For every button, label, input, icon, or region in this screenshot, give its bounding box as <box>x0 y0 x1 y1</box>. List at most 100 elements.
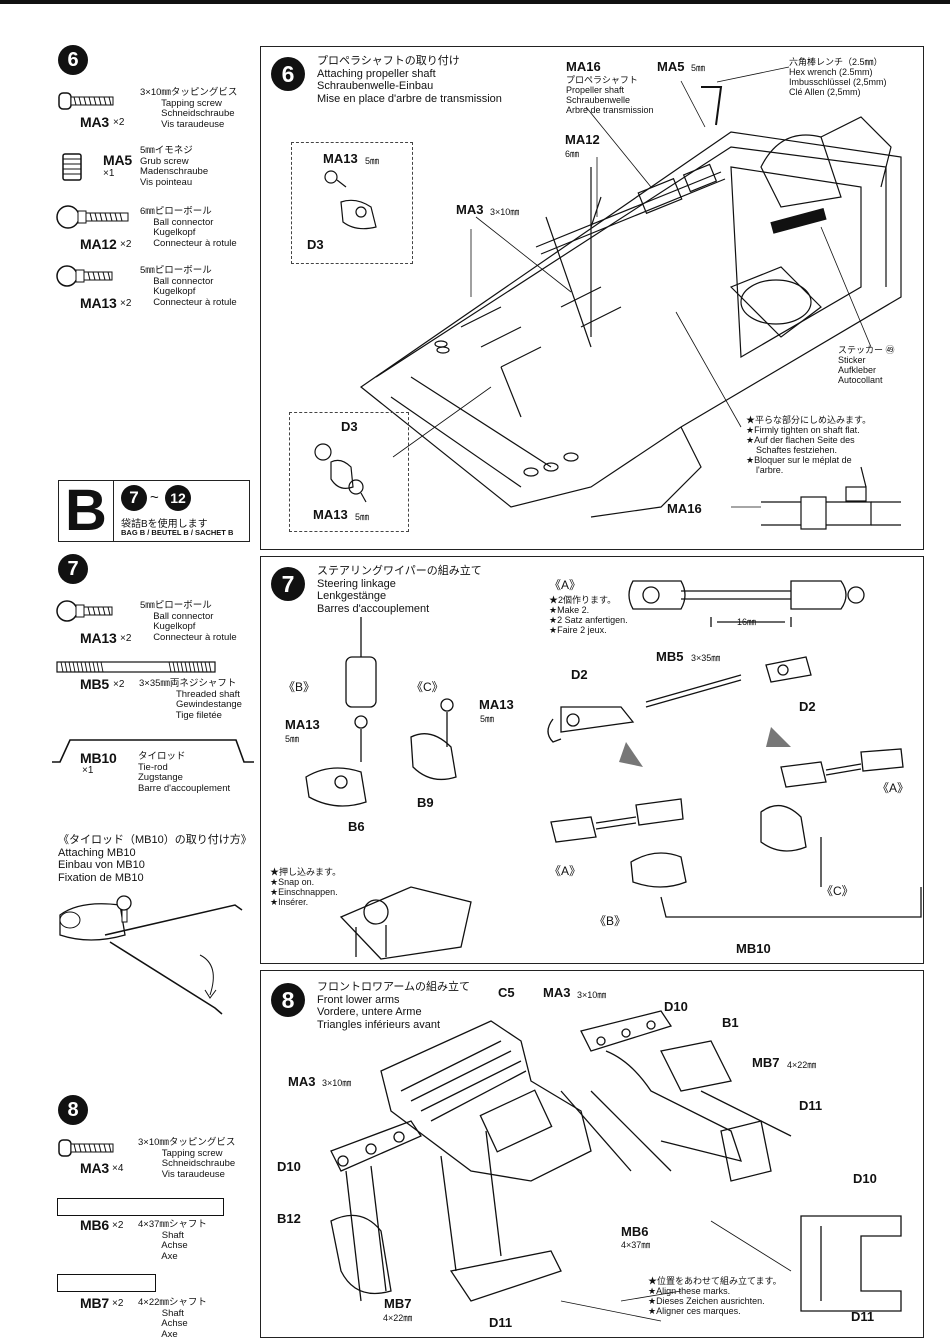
dimension-16mm: 16㎜ <box>737 617 757 627</box>
tapping-screw-icon <box>58 1139 114 1157</box>
label-b-head: 《B》 <box>283 680 316 694</box>
label-ma3-size: 3×10㎜ <box>322 1078 352 1088</box>
threaded-shaft-icon <box>56 661 216 673</box>
bag-multi: BAG B / BEUTEL B / SACHET B <box>121 528 234 537</box>
part-desc: 3×10㎜タッピングビス Tapping screw Schneidschrau… <box>138 1137 236 1180</box>
inset-d3-ma13 <box>289 412 409 532</box>
label-mb7-size: 4×22㎜ <box>787 1060 817 1070</box>
panel-7-number: 7 <box>271 567 305 601</box>
label-ma16-desc: プロペラシャフト Propeller shaft Schraubenwelle … <box>566 75 654 115</box>
label-d11: D11 <box>489 1315 513 1330</box>
label-a: 《A》 <box>877 781 910 795</box>
part-qty: ×2 <box>113 679 125 690</box>
label-ma13: MA13 <box>313 507 348 522</box>
label-ma13-size: 5㎜ <box>285 734 300 744</box>
shaft-37mm-icon <box>57 1198 224 1216</box>
step-6-number: 6 <box>58 45 88 75</box>
grub-screw-icon <box>62 153 82 181</box>
tie-rod-icon <box>52 739 254 763</box>
part-code-ma13: MA13 <box>80 295 117 311</box>
label-ma16: MA16 <box>566 59 601 74</box>
label-b6: B6 <box>348 819 365 834</box>
label-d10: D10 <box>277 1159 301 1174</box>
align-marks-note: ★位置をあわせて組み立てます。 ★Align these marks. ★Die… <box>648 1276 782 1316</box>
part-qty: ×2 <box>120 633 132 644</box>
label-ma13: MA13 <box>479 697 514 712</box>
label-hex-wrench: 六角棒レンチ（2.5㎜） Hex wrench (2.5mm) Imbussch… <box>789 57 887 97</box>
part-code-mb7: MB7 <box>80 1295 109 1311</box>
part-desc: 4×37㎜シャフト Shaft Achse Axe <box>138 1219 207 1262</box>
part-code-mb10: MB10 <box>80 750 117 766</box>
inset-ma13-d3 <box>291 142 413 264</box>
label-ma13: MA13 <box>285 717 320 732</box>
chassis-drawing <box>314 66 902 530</box>
part-code-mb6: MB6 <box>80 1217 109 1233</box>
tie-rod-attach-drawing <box>59 895 243 1015</box>
shaft-22mm-icon <box>57 1274 156 1292</box>
label-d10: D10 <box>853 1171 877 1186</box>
label-ma3: MA3 <box>543 985 571 1000</box>
label-ma3-size: 3×10㎜ <box>490 207 520 217</box>
part-code-ma3: MA3 <box>80 1160 109 1176</box>
part-desc: 5㎜ピローボール Ball connector Kugelkopf Connec… <box>140 265 237 308</box>
part-qty: ×2 <box>112 1298 124 1309</box>
part-desc: タイロッド Tie-rod Zugstange Barre d'accouple… <box>138 751 231 794</box>
ball-connector-5mm-icon <box>56 600 113 622</box>
label-ma13-size: 5㎜ <box>480 714 495 724</box>
step-7-panel: 7 ステアリングワイパーの組み立て Steering linkage Lenkg… <box>260 556 924 964</box>
bag-range-start: 7 <box>121 485 147 511</box>
label-ma13-size: 5㎜ <box>365 156 380 166</box>
label-d10: D10 <box>664 999 688 1014</box>
make-2-note: ★2個作ります。 ★Make 2. ★2 Satz anfertigen. ★F… <box>549 595 628 635</box>
bag-jp: 袋詰Bを使用します <box>121 519 208 530</box>
label-mb6-size: 4×37㎜ <box>621 1240 651 1250</box>
label-b9: B9 <box>417 795 434 810</box>
part-desc: 5㎜イモネジ Grub screw Madenschraube Vis poin… <box>140 145 209 188</box>
label-b1: B1 <box>722 1015 739 1030</box>
label-ma3-size: 3×10㎜ <box>577 990 607 1000</box>
label-mb7: MB7 <box>752 1055 780 1070</box>
panel-8-number: 8 <box>271 983 305 1017</box>
label-d2: D2 <box>571 667 588 682</box>
part-qty: ×1 <box>103 168 115 179</box>
label-d3: D3 <box>307 237 324 252</box>
label-b12: B12 <box>277 1211 301 1226</box>
part-desc: 3×35㎜両ネジシャフト Threaded shaft Gewindestang… <box>139 678 242 721</box>
part-desc: 6㎜ピローボール Ball connector Kugelkopf Connec… <box>140 206 237 249</box>
step-7-number: 7 <box>58 554 88 584</box>
label-mb5: MB5 <box>656 649 684 664</box>
part-qty: ×2 <box>112 1220 124 1231</box>
panel-6-number: 6 <box>271 57 305 91</box>
bag-range-end: 12 <box>165 485 191 511</box>
label-mb7-size: 4×22㎜ <box>383 1313 413 1323</box>
part-desc: 3×10㎜タッピングビス Tapping screw Schneidschrau… <box>140 87 238 130</box>
step-6-panel: 6 プロペラシャフトの取り付け Attaching propeller shaf… <box>260 46 924 550</box>
tie-rod-note-title: 《タイロッド（MB10）の取り付け方》 Attaching MB10 Einba… <box>58 834 252 884</box>
ball-connector-5mm-icon <box>56 265 113 287</box>
label-a: 《A》 <box>549 864 582 878</box>
label-ma3: MA3 <box>456 202 484 217</box>
label-ma16: MA16 <box>667 501 702 516</box>
label-ma3: MA3 <box>288 1074 316 1089</box>
label-d11: D11 <box>851 1309 875 1324</box>
part-code-ma5: MA5 <box>103 152 132 168</box>
shaft-flat-note: ★平らな部分にしめ込みます。 ★Firmly tighten on shaft … <box>746 415 872 475</box>
label-d3: D3 <box>341 419 358 434</box>
bag-b-box: B 7 ~ 12 袋詰Bを使用します BAG B / BEUTEL B / SA… <box>58 480 250 542</box>
part-code-ma12: MA12 <box>80 236 117 252</box>
part-qty: ×2 <box>120 298 132 309</box>
label-a-head: 《A》 <box>549 578 582 592</box>
part-code-ma13: MA13 <box>80 630 117 646</box>
label-mb6: MB6 <box>621 1224 649 1239</box>
label-ma12-size: 6㎜ <box>565 149 580 159</box>
part-desc: 4×22㎜シャフト Shaft Achse Axe <box>138 1297 207 1340</box>
part-qty: ×1 <box>82 765 94 776</box>
panel-6-title: プロペラシャフトの取り付け Attaching propeller shaft … <box>317 55 502 105</box>
part-qty: ×2 <box>120 239 132 250</box>
step-8-number: 8 <box>58 1095 88 1125</box>
label-b: 《B》 <box>594 914 627 928</box>
label-c-head: 《C》 <box>411 680 444 694</box>
label-c5: C5 <box>498 985 515 1000</box>
label-ma13-size: 5㎜ <box>355 512 370 522</box>
front-lower-arms-drawing <box>330 1010 902 1322</box>
